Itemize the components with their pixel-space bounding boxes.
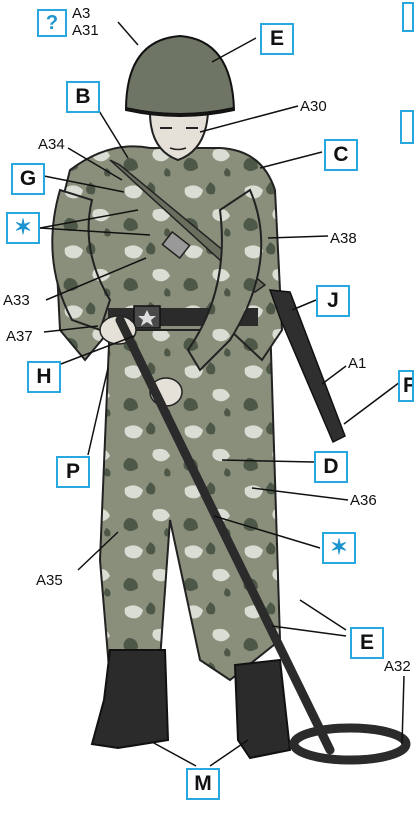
boots <box>92 650 290 758</box>
label-a31: A31 <box>72 22 99 39</box>
label-a1: A1 <box>348 355 366 372</box>
callout-star-2: ✶ <box>322 532 356 564</box>
label-a37: A37 <box>6 328 33 345</box>
callout-c: C <box>324 139 358 171</box>
callout-g: G <box>11 163 45 195</box>
callout-edge-top <box>402 2 414 32</box>
callout-edge-mid <box>400 110 414 144</box>
callout-p: P <box>56 456 90 488</box>
callout-j: J <box>316 285 350 317</box>
label-a33: A33 <box>3 292 30 309</box>
label-a30: A30 <box>300 98 327 115</box>
callout-star-1: ✶ <box>6 212 40 244</box>
callout-b: B <box>66 81 100 113</box>
callout-question: ? <box>37 9 67 37</box>
callout-h: H <box>27 361 61 393</box>
callout-e-bottom: E <box>350 627 384 659</box>
trousers <box>100 320 280 680</box>
label-a3: A3 <box>72 5 90 22</box>
helmet <box>126 36 234 116</box>
label-a34: A34 <box>38 136 65 153</box>
label-a36: A36 <box>350 492 377 509</box>
callout-e-top: E <box>260 23 294 55</box>
callout-d: D <box>314 451 348 483</box>
label-a32: A32 <box>384 658 411 675</box>
callout-f: F <box>398 370 414 402</box>
label-a35: A35 <box>36 572 63 589</box>
callout-m: M <box>186 768 220 800</box>
label-a38: A38 <box>330 230 357 247</box>
